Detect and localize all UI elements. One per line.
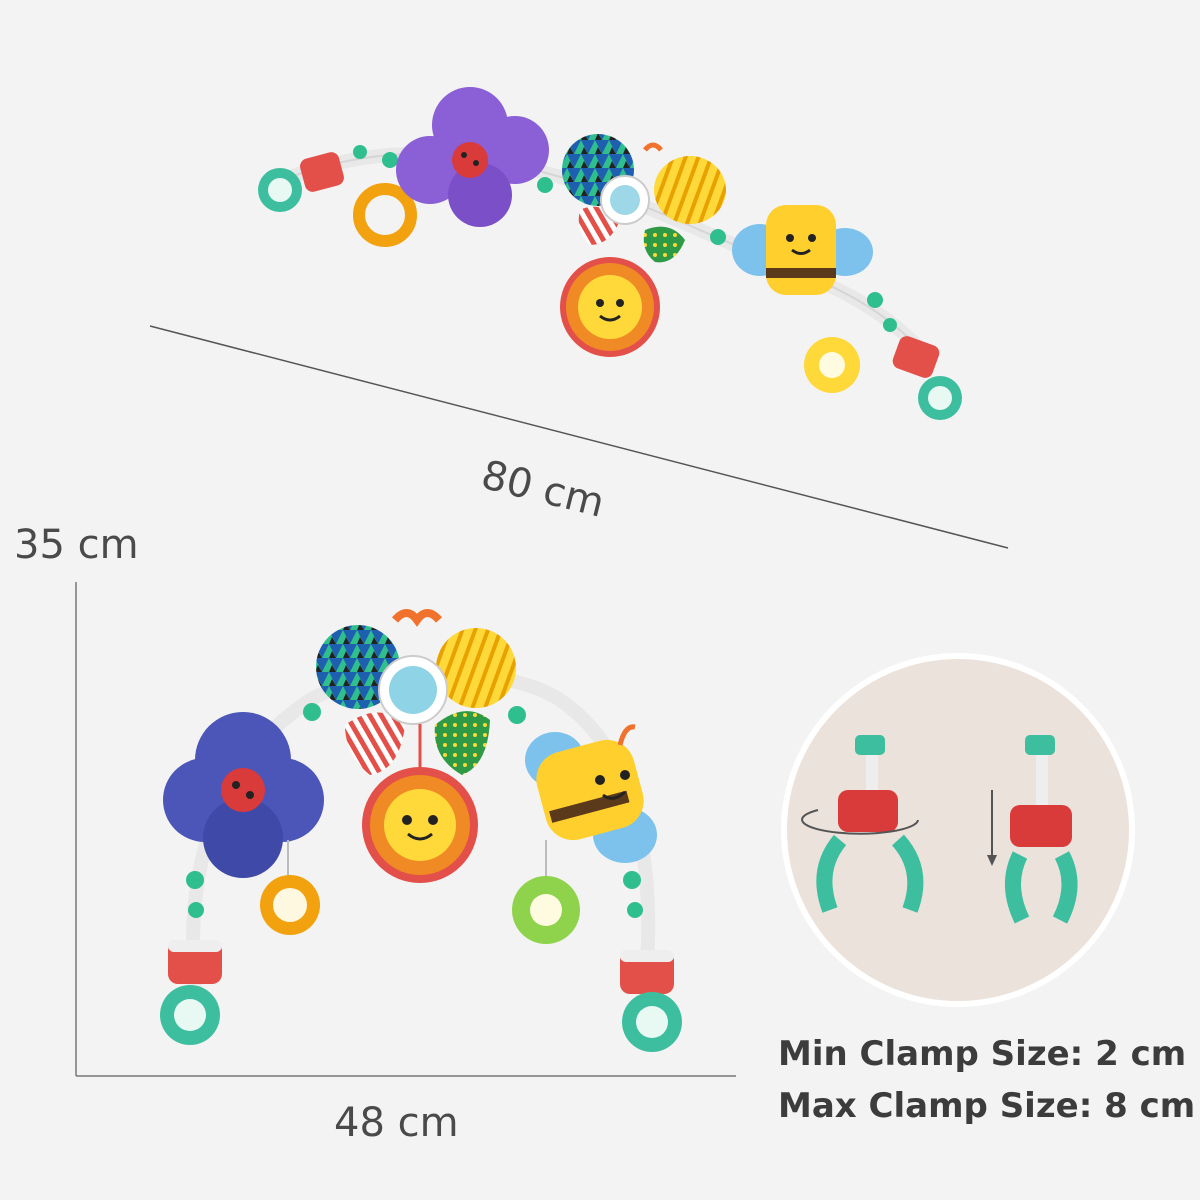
left-clamp: [258, 152, 344, 212]
sunflower-toy: [560, 257, 660, 357]
right-clamp: [892, 336, 962, 420]
arch-beads: [186, 703, 643, 918]
bee-toy: [732, 205, 873, 295]
butterfly-teether: [562, 134, 726, 263]
width-label: 48 cm: [334, 1100, 459, 1146]
clamp-rotate-illustration: [801, 735, 924, 913]
green-flower-mirror: [512, 840, 580, 944]
left-clamp-arch: [160, 940, 222, 1045]
bead-chain: [353, 145, 897, 332]
bee-toy-arch: [525, 724, 657, 863]
clamp-detail-inset: [781, 653, 1135, 1007]
clamp-press-illustration: [987, 735, 1078, 924]
snail-mirror-rattle: [260, 840, 320, 935]
sunflower-toy-arch: [362, 724, 478, 883]
max-clamp-size: Max Clamp Size: 8 cm: [778, 1086, 1196, 1126]
blue-flower-spinner: [163, 712, 324, 878]
butterfly-teether-arch: [316, 609, 516, 775]
flower-mirror-rattle: [804, 337, 860, 393]
stretched-arch-toy: [258, 87, 962, 420]
arched-toy: [160, 609, 682, 1052]
height-label: 35 cm: [14, 522, 139, 568]
length-dimension-line: [149, 325, 1009, 549]
snail-rattle: [353, 183, 417, 247]
min-clamp-size: Min Clamp Size: 2 cm: [778, 1034, 1187, 1074]
right-clamp-arch: [620, 950, 682, 1052]
purple-flower-spinner: [396, 87, 549, 227]
